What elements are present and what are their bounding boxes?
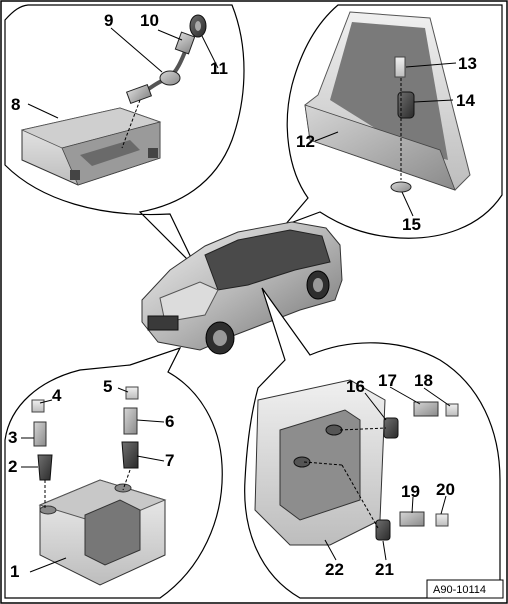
bubble-top-right bbox=[283, 4, 503, 239]
part-5-cap bbox=[125, 386, 139, 400]
callout-4: 4 bbox=[52, 386, 62, 405]
part-6-insert bbox=[123, 407, 138, 435]
callout-18: 18 bbox=[414, 371, 433, 390]
callout-5: 5 bbox=[103, 377, 112, 396]
part-22-console-housing bbox=[254, 379, 386, 546]
part-13-bulb bbox=[394, 56, 406, 78]
part-12-door-trim-panel bbox=[304, 11, 471, 191]
part-16-lamp-socket bbox=[383, 417, 399, 439]
part-9-cable-harness bbox=[125, 31, 196, 105]
part-1-console-frame bbox=[38, 479, 167, 586]
callout-13: 13 bbox=[458, 54, 477, 73]
callout-7: 7 bbox=[165, 451, 174, 470]
callout-6: 6 bbox=[165, 412, 174, 431]
callout-9: 9 bbox=[104, 11, 113, 30]
leader-lines bbox=[21, 27, 457, 573]
part-21-lamp-socket bbox=[375, 519, 391, 541]
bubble-bottom-left bbox=[4, 346, 223, 599]
callout-12: 12 bbox=[296, 132, 315, 151]
part-20-cap bbox=[435, 513, 449, 527]
callout-8: 8 bbox=[11, 95, 20, 114]
callout-1: 1 bbox=[10, 562, 19, 581]
part-3-lighter-insert bbox=[33, 421, 47, 447]
callout-2: 2 bbox=[8, 457, 17, 476]
bubble-bottom-right bbox=[244, 287, 501, 599]
part-7-socket-right bbox=[121, 441, 139, 469]
part-17-lighter-element bbox=[413, 401, 439, 417]
part-15-lens bbox=[390, 181, 412, 193]
bubble-top-left bbox=[4, 4, 245, 269]
callout-19: 19 bbox=[401, 482, 420, 501]
callout-16: 16 bbox=[346, 377, 365, 396]
callout-14: 14 bbox=[456, 91, 475, 110]
callout-17: 17 bbox=[378, 371, 397, 390]
callout-15: 15 bbox=[402, 215, 421, 234]
part-4-cap bbox=[31, 399, 45, 413]
reference-code-box bbox=[426, 579, 504, 599]
part-2-socket-left bbox=[37, 454, 53, 481]
vehicle-illustration bbox=[141, 221, 343, 355]
part-11-grommet bbox=[189, 14, 207, 38]
reference-code: A90-10114 bbox=[433, 584, 486, 596]
part-14-lamp-socket bbox=[397, 91, 415, 119]
callout-3: 3 bbox=[8, 428, 17, 447]
callout-20: 20 bbox=[436, 480, 455, 499]
part-18-cap bbox=[445, 403, 459, 417]
callout-11: 11 bbox=[210, 59, 228, 78]
callout-10: 10 bbox=[140, 11, 159, 30]
part-8-storage-tray bbox=[20, 107, 162, 186]
part-19-lighter-element bbox=[399, 511, 425, 527]
callout-22: 22 bbox=[325, 560, 344, 579]
callout-21: 21 bbox=[375, 560, 394, 579]
